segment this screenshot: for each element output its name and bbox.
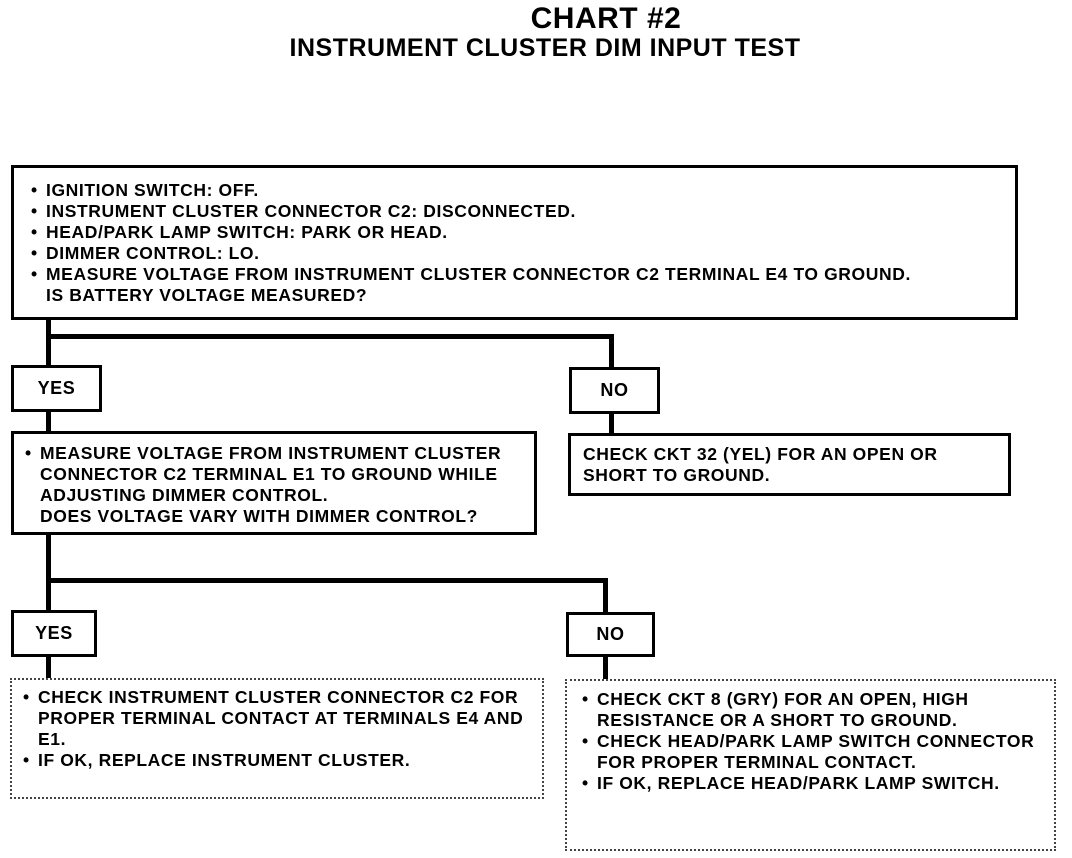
step3-yes-bullets: CHECK INSTRUMENT CLUSTER CONNECTOR C2 FO…: [20, 687, 534, 771]
yes-label-2: YES: [11, 610, 97, 657]
step1-bullets: IGNITION SWITCH: OFF. INSTRUMENT CLUSTER…: [28, 180, 1001, 285]
step2-yes-question: DOES VOLTAGE VARY WITH DIMMER CONTROL?: [40, 506, 478, 526]
connector-branch1-no-down: [609, 334, 614, 368]
step3-no-bullets: CHECK CKT 8 (GRY) FOR AN OPEN, HIGH RESI…: [579, 689, 1042, 794]
step2-no-box: CHECK CKT 32 (YEL) FOR AN OPEN OR SHORT …: [568, 433, 1011, 496]
connector-branch1-horizontal: [46, 334, 614, 339]
connector-step1-down: [46, 318, 51, 366]
list-item: IGNITION SWITCH: OFF.: [28, 180, 1001, 201]
connector-branch2-no-down: [603, 578, 608, 613]
connector-step2-down: [46, 533, 51, 611]
step3-no-box: CHECK CKT 8 (GRY) FOR AN OPEN, HIGH RESI…: [565, 679, 1056, 851]
no-label-1: NO: [569, 367, 660, 414]
step2-yes-box: MEASURE VOLTAGE FROM INSTRUMENT CLUSTER …: [11, 431, 537, 535]
yes-label-1: YES: [11, 365, 102, 412]
connector-yes2-down: [46, 655, 51, 680]
list-item: MEASURE VOLTAGE FROM INSTRUMENT CLUSTER …: [28, 264, 1001, 285]
list-item: IF OK, REPLACE INSTRUMENT CLUSTER.: [20, 750, 534, 771]
chart-title: CHART #2: [530, 2, 682, 35]
connector-yes1-down: [46, 412, 51, 432]
list-item: IF OK, REPLACE HEAD/PARK LAMP SWITCH.: [579, 773, 1042, 794]
list-item: MEASURE VOLTAGE FROM INSTRUMENT CLUSTER …: [22, 443, 526, 506]
step2-no-text: CHECK CKT 32 (YEL) FOR AN OPEN OR SHORT …: [583, 444, 938, 485]
no-label-2: NO: [566, 612, 655, 657]
chart-subtitle: INSTRUMENT CLUSTER DIM INPUT TEST: [289, 34, 801, 62]
list-item: INSTRUMENT CLUSTER CONNECTOR C2: DISCONN…: [28, 201, 1001, 222]
connector-no2-down: [603, 655, 608, 682]
list-item: CHECK HEAD/PARK LAMP SWITCH CONNECTOR FO…: [579, 731, 1042, 773]
step2-yes-bullets: MEASURE VOLTAGE FROM INSTRUMENT CLUSTER …: [22, 443, 526, 506]
connector-no1-down: [609, 414, 614, 434]
list-item: CHECK CKT 8 (GRY) FOR AN OPEN, HIGH RESI…: [579, 689, 1042, 731]
list-item: CHECK INSTRUMENT CLUSTER CONNECTOR C2 FO…: [20, 687, 534, 750]
connector-branch2-horizontal: [46, 578, 608, 583]
list-item: HEAD/PARK LAMP SWITCH: PARK OR HEAD.: [28, 222, 1001, 243]
step1-box: IGNITION SWITCH: OFF. INSTRUMENT CLUSTER…: [11, 165, 1018, 320]
step1-question: IS BATTERY VOLTAGE MEASURED?: [46, 285, 368, 305]
list-item: DIMMER CONTROL: LO.: [28, 243, 1001, 264]
step3-yes-box: CHECK INSTRUMENT CLUSTER CONNECTOR C2 FO…: [10, 678, 544, 799]
